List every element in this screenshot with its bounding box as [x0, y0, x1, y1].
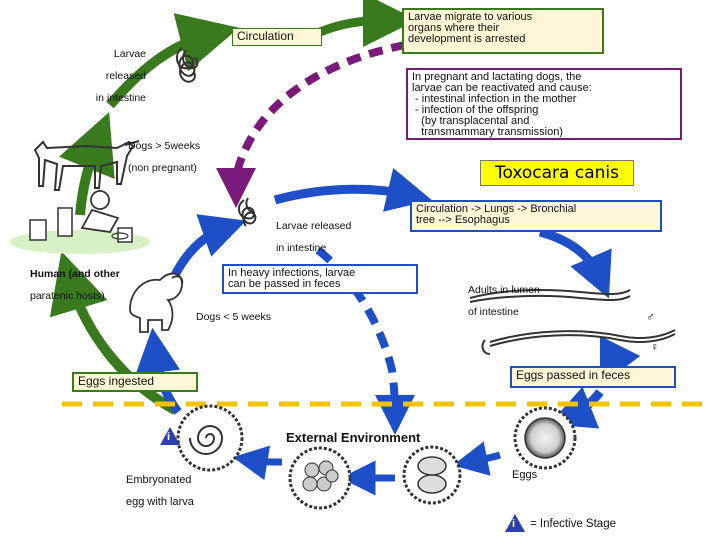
- larvae-released-top-line-2: released: [105, 70, 146, 82]
- blue-arrow-egg-to-egg2: [452, 441, 502, 476]
- circulation-lungs-line-1: Circulation -> Lungs -> Bronchial: [416, 203, 577, 215]
- egg-unembryonated: [513, 406, 577, 470]
- infective-marker-egg-letter: i: [167, 431, 171, 443]
- pregnant-dogs-box: In pregnant and lactating dogs, the larv…: [406, 68, 682, 140]
- larva-coil-top: [176, 47, 199, 83]
- larvae-released-top-line-3: in intestine: [95, 92, 146, 104]
- eggs-ingested-box: Eggs ingested: [72, 372, 198, 392]
- egg-morula: [288, 446, 352, 510]
- female-symbol: ♀: [650, 340, 659, 354]
- eggs-passed-text: Eggs passed in feces: [516, 368, 631, 382]
- larvae-released-mid-line-2: in intestine: [276, 242, 327, 254]
- eggs-passed-box: Eggs passed in feces: [510, 366, 676, 388]
- heavy-infections-line-1: In heavy infections, larvae: [228, 267, 356, 279]
- external-environment-label: External Environment: [286, 430, 421, 445]
- pregnant-line-6: transmammary transmission): [412, 126, 563, 138]
- larvae-migrate-box: Larvae migrate to various organs where t…: [402, 8, 604, 54]
- larvae-released-mid-label: Larvae released in intestine: [276, 210, 351, 265]
- infective-marker-legend-letter: i: [512, 518, 516, 530]
- human-child-illustration: [10, 190, 150, 254]
- human-hosts-label: Human (and other paratenic hosts): [30, 258, 120, 313]
- larvae-released-top-line-1: Larvae: [113, 48, 146, 60]
- circulation-lungs-box: Circulation -> Lungs -> Bronchial tree -…: [410, 200, 662, 232]
- larvae-migrate-line-3: development is arrested: [408, 33, 526, 45]
- larvae-migrate-line-2: organs where their: [408, 22, 500, 34]
- blue-arrow-egg3-to-embryonated: [232, 445, 283, 481]
- human-line-1: Human (and other: [30, 268, 120, 280]
- blue-arrow-adults-to-eggs-passed: [599, 335, 641, 387]
- circulation-lungs-line-2: tree --> Esophagus: [416, 214, 510, 226]
- dogs-over-5-weeks-label: Dogs > 5weeks (non pregnant): [128, 130, 200, 185]
- adults-line-1: Adults in lumen: [468, 284, 540, 296]
- dogs-over-5-line-2: (non pregnant): [128, 162, 197, 174]
- blue-arrow-intestine-to-lungs: [273, 167, 432, 212]
- green-arrow-eggs-to-human: [49, 251, 178, 415]
- blue-arrow-lungs-to-adults: [538, 227, 612, 299]
- circulation-box: Circulation: [232, 28, 322, 46]
- human-line-2: paratenic hosts): [30, 290, 105, 302]
- larvae-released-top-label: Larvae released in intestine: [76, 38, 146, 115]
- embryonated-line-2: egg with larva: [126, 496, 194, 508]
- adult-dog-illustration: [33, 140, 140, 191]
- pregnant-line-2: larvae can be reactivated and cause:: [412, 82, 592, 94]
- larvae-released-mid-line-1: Larvae released: [276, 220, 352, 232]
- larvae-migrate-line-1: Larvae migrate to various: [408, 11, 533, 23]
- dogs-under-5-weeks-label: Dogs < 5 weeks: [196, 311, 271, 323]
- adults-line-2: of intestine: [468, 306, 519, 318]
- eggs-label: Eggs: [512, 469, 538, 481]
- blue-arrow-puppy-to-intestine: [171, 214, 247, 278]
- pregnant-line-3: - intestinal infection in the mother: [412, 93, 577, 105]
- male-symbol: ♂: [646, 310, 655, 324]
- puppy-illustration: [129, 272, 184, 333]
- blue-arrow-eggs-passed-to-egg: [549, 386, 604, 429]
- egg-two-cell: [402, 445, 462, 505]
- egg-embryonated-larva: [176, 404, 244, 472]
- larva-coil-middle: [238, 197, 257, 227]
- infective-stage-marker-egg: [160, 427, 180, 445]
- heavy-infections-line-2: can be passed in feces: [228, 278, 341, 290]
- pregnant-line-1: In pregnant and lactating dogs, the: [412, 71, 582, 83]
- green-arrow-circulation-to-organs: [318, 0, 417, 48]
- infective-stage-legend-label: = Infective Stage: [530, 518, 616, 530]
- circulation-text: Circulation: [237, 29, 294, 43]
- embryonated-line-1: Embryonated: [126, 474, 192, 486]
- heavy-infections-box: In heavy infections, larvae can be passe…: [222, 264, 418, 294]
- adult-worms-illustration: [469, 289, 676, 355]
- dogs-over-5-line-1: Dogs > 5weeks: [128, 140, 201, 152]
- eggs-ingested-text: Eggs ingested: [78, 374, 155, 388]
- pregnant-line-5: (by transplacental and: [412, 115, 530, 127]
- infective-stage-marker-legend: [505, 514, 525, 532]
- diagram-title: Toxocara canis: [480, 160, 634, 186]
- pregnant-line-4: - infection of the offspring: [412, 104, 539, 116]
- embryonated-egg-label: Embryonated egg with larva: [126, 464, 194, 519]
- purple-dashed-reactivation-arrow: [216, 41, 406, 208]
- green-arrow-dog-to-intestine: [106, 13, 240, 109]
- adults-in-lumen-label: Adults in lumen of intestine: [468, 274, 540, 329]
